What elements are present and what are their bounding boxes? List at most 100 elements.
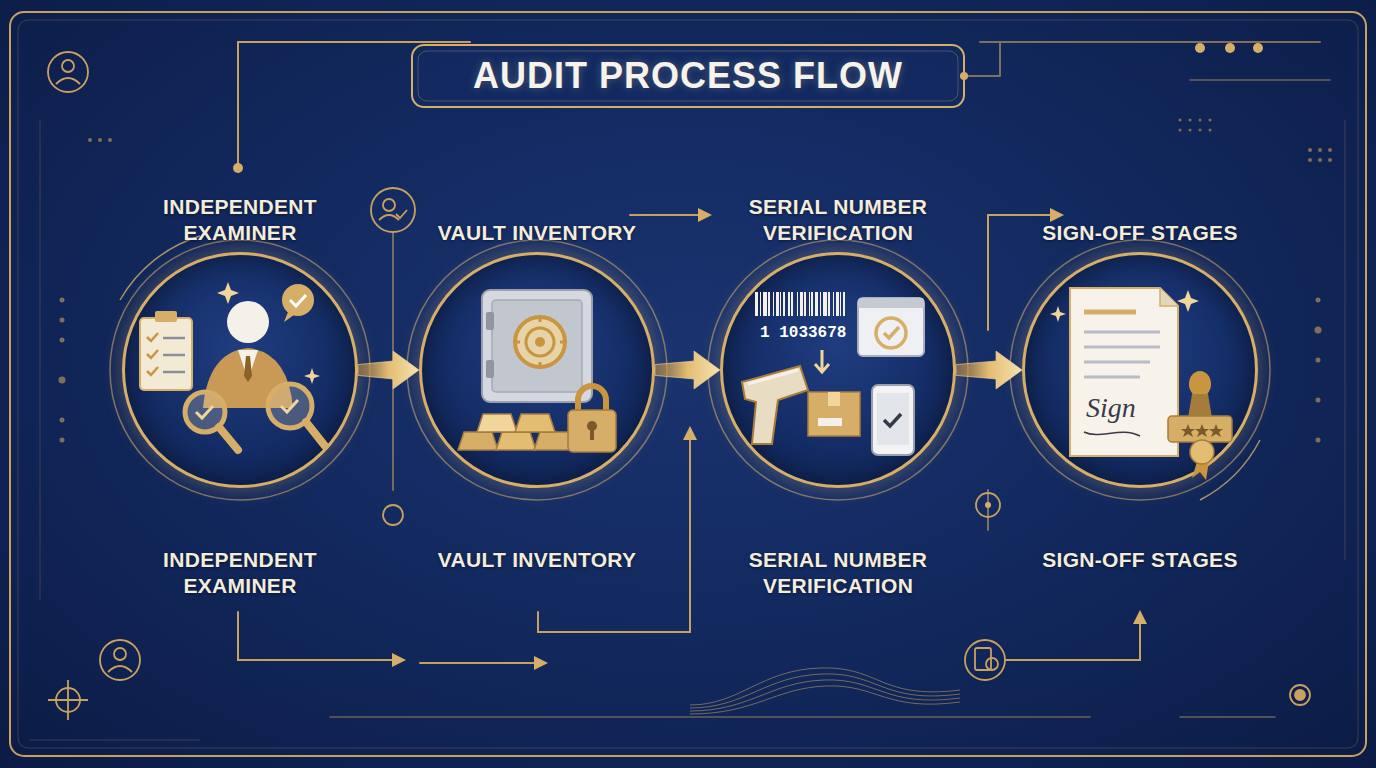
dot-grid-part	[60, 298, 65, 303]
connector-heads-part	[1133, 610, 1147, 624]
small-icons-part	[383, 199, 395, 211]
process-circle: SERIAL NUMBER VERIFICATIONSERIAL NUMBER …	[720, 252, 956, 488]
dot-grid-part	[1316, 398, 1321, 403]
small-icons-part	[56, 78, 80, 84]
barcode-number: 1 1033678	[760, 324, 846, 342]
circuit-lines-part	[238, 42, 470, 165]
small-icons-part	[383, 505, 403, 525]
connector-heads-part	[1253, 43, 1263, 53]
small-icons-part	[396, 210, 407, 218]
circuit-lines-part	[987, 490, 989, 530]
frame-part	[10, 12, 1366, 756]
circuit-lines-part	[392, 232, 394, 490]
title-box-part	[412, 45, 964, 107]
dot-grid-part	[98, 138, 102, 142]
dot-grid-part	[1316, 438, 1321, 443]
wave-lines	[690, 668, 960, 714]
connector-heads-part	[698, 208, 712, 222]
step-caption: INDEPENDENT EXAMINER	[135, 547, 345, 599]
small-icons-part	[1290, 685, 1310, 705]
circuit-lines-part	[630, 214, 700, 216]
frame	[10, 12, 1366, 756]
flow-arrow	[358, 351, 419, 389]
title-box	[412, 45, 964, 107]
connector-heads	[233, 43, 1263, 670]
dot-grid-part	[1316, 298, 1321, 303]
small-icons-part	[975, 648, 991, 670]
small-icons-part	[986, 658, 998, 670]
small-icons-part	[48, 680, 88, 720]
signature-text: Sign	[1086, 392, 1136, 424]
dot-grid-part	[1199, 129, 1202, 132]
connector-heads-part	[1050, 208, 1064, 222]
circuit-lines-part	[1345, 120, 1346, 560]
circuit-lines-part	[420, 662, 538, 664]
dot-grid-part	[108, 138, 112, 142]
dot-grid-part	[1308, 158, 1312, 162]
small-icons-part	[976, 493, 1000, 517]
dot-grid-part	[1318, 148, 1322, 152]
connector-heads-part	[683, 426, 697, 440]
diagram-title: AUDIT PROCESS FLOW	[412, 45, 964, 107]
dot-grid-part	[60, 338, 65, 343]
small-icons	[48, 52, 1310, 720]
dot-grid-part	[1189, 129, 1192, 132]
step-heading: VAULT INVENTORY	[432, 220, 642, 246]
frame-part	[18, 20, 1358, 748]
connector-heads-part	[960, 72, 968, 80]
process-circle: VAULT INVENTORYVAULT INVENTORY	[419, 252, 655, 488]
process-circle: INDEPENDENT EXAMINERINDEPENDENT EXAMINER	[122, 252, 358, 488]
step-heading: SERIAL NUMBER VERIFICATION	[733, 194, 943, 246]
dot-grid-part	[1179, 119, 1182, 122]
dot-grid-part	[1318, 158, 1322, 162]
circuit-lines-part	[1180, 716, 1275, 718]
dot-grid-part	[1315, 327, 1322, 334]
dot-grid-part	[1328, 158, 1332, 162]
dot-grid-part	[60, 438, 65, 443]
connector-heads-part	[534, 656, 548, 670]
small-icons-part	[56, 688, 80, 712]
dot-grid-part	[1316, 358, 1321, 363]
small-icons-part	[965, 640, 1005, 680]
outer-rings-part	[407, 240, 667, 500]
small-icons-part	[1295, 690, 1305, 700]
wave-lines-part	[690, 680, 960, 711]
small-icons-part	[114, 648, 126, 660]
connector-heads-part	[233, 163, 243, 173]
step-caption: SERIAL NUMBER VERIFICATION	[733, 547, 943, 599]
dot-grid-part	[1199, 119, 1202, 122]
step-heading: SIGN-OFF STAGES	[1035, 220, 1245, 246]
circuit-lines-part	[1190, 79, 1330, 81]
wave-lines-part	[690, 668, 960, 705]
wave-lines-part	[690, 674, 960, 708]
outer-rings-part	[110, 240, 370, 500]
dot-grid-part	[60, 318, 65, 323]
circuit-lines	[30, 42, 1345, 740]
circuit-lines-part	[238, 612, 396, 660]
flow-arrow	[956, 351, 1022, 389]
circuit-lines-part	[330, 716, 1090, 718]
process-circle: SIGN-OFF STAGESSIGN-OFF STAGES	[1022, 252, 1258, 488]
connector-heads-part	[1195, 43, 1205, 53]
circuit-lines-part	[964, 42, 1320, 76]
circuit-lines-part	[1006, 620, 1140, 660]
step-caption: VAULT INVENTORY	[432, 547, 642, 573]
step-heading: INDEPENDENT EXAMINER	[135, 194, 345, 246]
flow-arrow	[655, 351, 720, 389]
small-icons-part	[62, 60, 74, 72]
small-icons-part	[371, 188, 415, 232]
connector-heads-part	[392, 653, 406, 667]
dot-grid-part	[1209, 119, 1212, 122]
small-icons-part	[100, 640, 140, 680]
outer-rings-part	[1010, 240, 1270, 500]
outer-rings-part	[708, 240, 968, 500]
dot-grid-part	[1328, 148, 1332, 152]
wave-lines-part	[690, 686, 960, 714]
dot-grid-part	[60, 418, 65, 423]
dot-grid-part	[88, 138, 92, 142]
dot-grid-part	[1308, 148, 1312, 152]
step-caption: SIGN-OFF STAGES	[1035, 547, 1245, 573]
dot-grid-part	[59, 377, 66, 384]
small-icons-part	[379, 215, 399, 220]
